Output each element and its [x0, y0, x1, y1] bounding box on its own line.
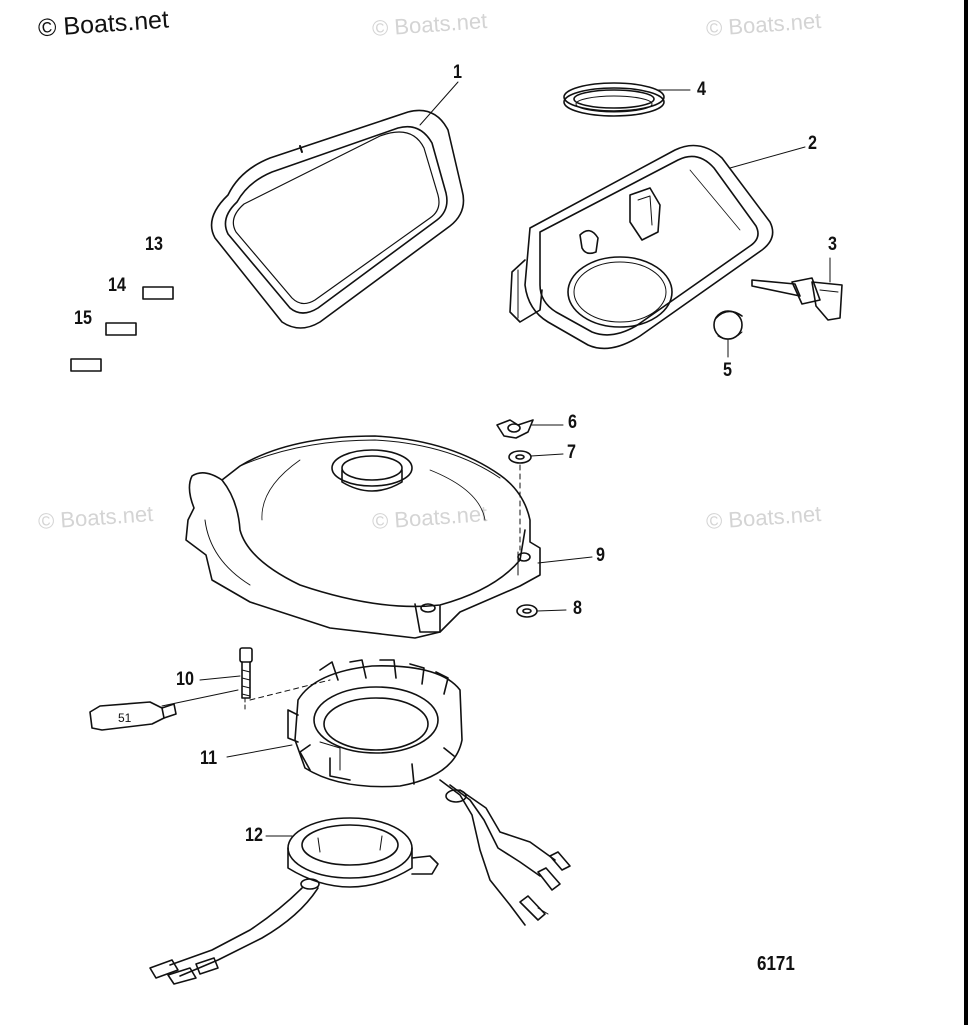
frame-border [964, 0, 968, 1025]
callout-4: 4 [697, 79, 706, 100]
callout-1: 1 [453, 62, 462, 83]
part-trigger [149, 817, 439, 985]
leader-lines [161, 81, 831, 837]
part-flywheel-cover [185, 435, 541, 639]
tube-label: 51 [118, 711, 132, 725]
callout-11: 11 [200, 748, 218, 769]
callout-7: 7 [567, 442, 576, 463]
part-cover-housing [509, 144, 774, 350]
callout-14: 14 [108, 275, 126, 296]
callout-13: 13 [145, 234, 163, 255]
part-stator [287, 659, 463, 788]
callout-10: 10 [176, 669, 194, 690]
callout-15: 15 [74, 308, 92, 329]
callout-12: 12 [245, 825, 263, 846]
part-screw [239, 647, 253, 699]
part-cap [713, 310, 743, 340]
part-decal-14 [105, 322, 137, 336]
stator-wires [439, 779, 571, 926]
part-decal-15 [70, 358, 102, 372]
callout-5: 5 [723, 360, 732, 381]
part-sealant-tube: 51 [89, 701, 177, 731]
part-plug [751, 277, 843, 321]
callout-2: 2 [808, 133, 817, 154]
part-washer-bottom [516, 604, 538, 618]
callout-6: 6 [568, 412, 577, 433]
part-seal-ring [563, 82, 665, 117]
part-gasket-frame [210, 109, 465, 329]
callout-3: 3 [828, 234, 837, 255]
part-wing-nut [496, 419, 534, 439]
callout-8: 8 [573, 598, 582, 619]
diagram-id-number: 6171 [757, 953, 795, 975]
part-decal-13 [142, 286, 174, 300]
part-washer-top [508, 450, 532, 464]
callout-9: 9 [596, 545, 605, 566]
